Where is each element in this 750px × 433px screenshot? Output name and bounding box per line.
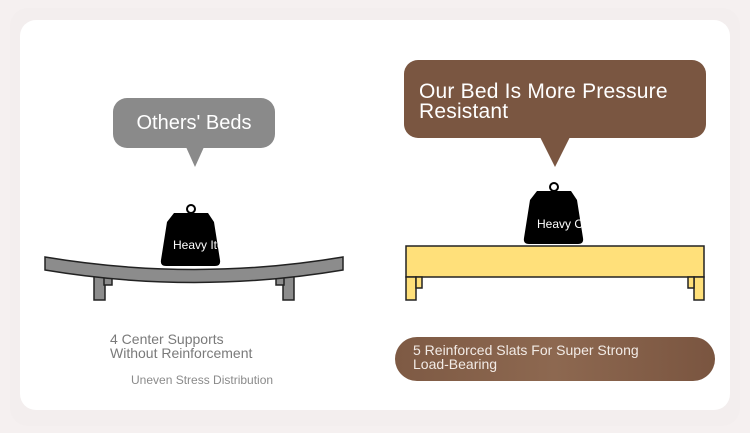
reinforced-slats-pill: 5 Reinforced Slats For Super Strong Load… (395, 337, 715, 381)
pill-line2: Load-Bearing (413, 356, 498, 372)
weight-icon-right: Heavy Ob (523, 182, 591, 244)
our-bed-bubble: Our Bed Is More Pressure Resistant (404, 60, 706, 138)
others-beds-bubble: Others' Beds (113, 98, 275, 148)
pill-line1: 5 Reinforced Slats For Super Strong (413, 342, 639, 358)
others-beds-title: Others' Beds (136, 111, 252, 134)
left-caption: 4 Center Supports Without Reinforcement (110, 332, 252, 360)
right-bubble-tail (540, 137, 570, 167)
left-subcaption: Uneven Stress Distribution (131, 373, 274, 387)
flat-bed-icon (405, 245, 705, 301)
our-bed-title-line2: Resistant (419, 100, 509, 123)
weight-label-right: Heavy Ob (537, 217, 591, 231)
bent-bed-icon (44, 256, 344, 301)
weight-icon-left: Heavy Ite (160, 204, 224, 266)
left-caption-line2: Without Reinforcement (110, 345, 253, 361)
our-bed-title-line1: Our Bed Is More Pressure (419, 80, 668, 103)
weight-label-left: Heavy Ite (173, 238, 224, 252)
left-caption-line1: 4 Center Supports (110, 331, 224, 347)
left-bubble-tail (186, 147, 204, 167)
